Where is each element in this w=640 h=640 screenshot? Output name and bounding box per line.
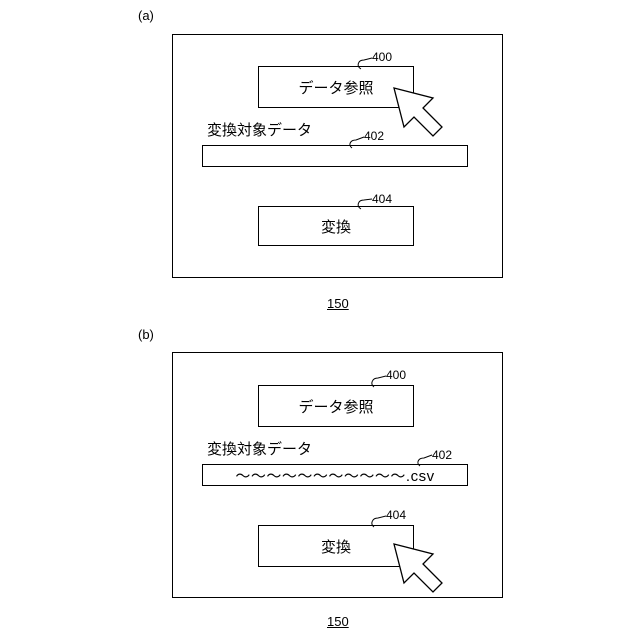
leader-line-icon <box>418 455 432 466</box>
leader-line-icon <box>372 376 386 387</box>
pointer-arrow-icon <box>394 544 442 592</box>
leader-line-icon <box>372 516 386 527</box>
